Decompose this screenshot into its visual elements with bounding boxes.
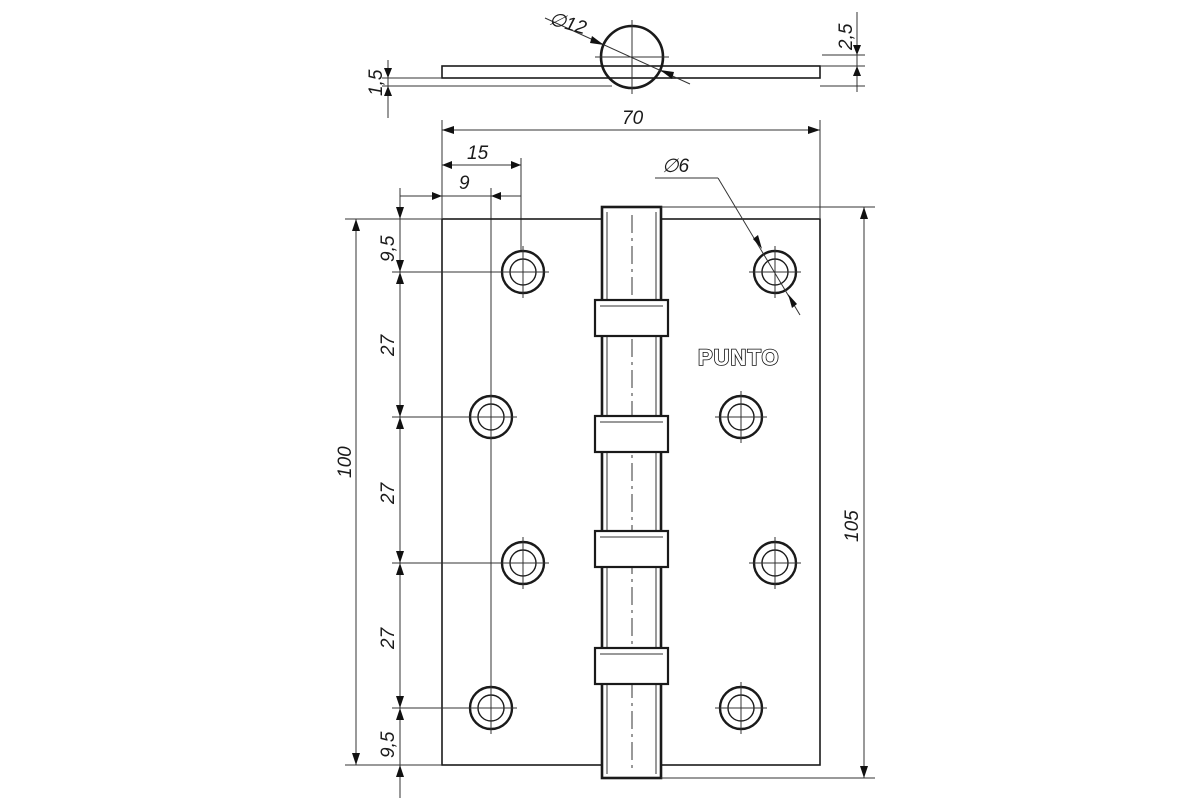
arrowhead <box>491 192 501 200</box>
screw-hole <box>749 537 801 589</box>
spacing-1-label: 27 <box>378 333 399 357</box>
arrowhead <box>352 219 360 231</box>
arrowhead <box>808 126 820 134</box>
screw-hole <box>749 246 801 298</box>
screw-hole <box>715 682 767 734</box>
arrowhead <box>788 294 797 308</box>
arrowhead <box>384 86 392 96</box>
edge-top-label: 9,5 <box>378 235 399 262</box>
arrowhead <box>384 68 392 78</box>
arrowhead <box>860 766 868 778</box>
arrowhead <box>396 696 404 708</box>
hole-offset-dimensions: 15 9 <box>400 143 522 708</box>
arrowhead <box>396 563 404 575</box>
total-height-dimension: 105 <box>661 206 875 779</box>
hinge-front-view: PUNTO <box>441 205 821 780</box>
top-view: ∅12 2,5 1,5 <box>366 9 865 118</box>
arrowhead <box>853 45 861 55</box>
spacing-2-label: 27 <box>378 481 399 505</box>
knuckle-barrel <box>600 205 663 780</box>
arrowhead <box>590 36 604 45</box>
thickness-side-label: 1,5 <box>366 69 387 96</box>
screw-hole <box>715 391 767 443</box>
bearing-ring-3 <box>593 529 670 569</box>
spacing-3-label: 27 <box>378 626 399 650</box>
bearing-ring-1 <box>593 298 670 338</box>
pin-diameter-label: ∅12 <box>547 9 589 40</box>
arrowhead <box>396 207 404 219</box>
arrowhead <box>396 417 404 429</box>
offset-9-label: 9 <box>459 173 470 194</box>
arrowhead <box>396 765 404 777</box>
width-dimension: 70 <box>441 108 821 218</box>
left-leaf <box>441 218 603 766</box>
arrowhead <box>511 161 521 169</box>
arrowhead <box>396 551 404 563</box>
arrowhead <box>396 405 404 417</box>
arrowhead <box>860 207 868 219</box>
bearing-ring-2 <box>593 414 670 454</box>
hole-diameter-label: ∅6 <box>662 156 690 177</box>
leaf-height-label: 100 <box>335 446 356 478</box>
arrowhead <box>753 235 762 249</box>
total-height-label: 105 <box>842 510 863 542</box>
arrowhead <box>442 126 454 134</box>
arrowhead <box>853 66 861 76</box>
arrowhead <box>396 272 404 284</box>
bearing-ring-4 <box>593 646 670 686</box>
edge-bottom-label: 9,5 <box>378 731 399 758</box>
arrowhead <box>432 192 442 200</box>
hole-diameter-dimension: ∅6 <box>655 156 801 316</box>
arrowhead <box>442 161 452 169</box>
total-width-label: 70 <box>622 108 644 129</box>
leader-line <box>717 177 801 316</box>
arrowhead <box>396 708 404 720</box>
arrowhead <box>660 70 674 79</box>
offset-15-label: 15 <box>467 143 489 164</box>
arrowhead <box>396 260 404 272</box>
hole-spacing-dimensions: 9,5 27 27 27 9,5 <box>378 188 523 798</box>
top-view-leaves <box>441 65 821 79</box>
leaf-height-dimension: 100 <box>335 218 442 766</box>
brand-logo: PUNTO <box>698 345 780 370</box>
arrowhead <box>352 753 360 765</box>
thickness-top-label: 2,5 <box>836 23 857 51</box>
